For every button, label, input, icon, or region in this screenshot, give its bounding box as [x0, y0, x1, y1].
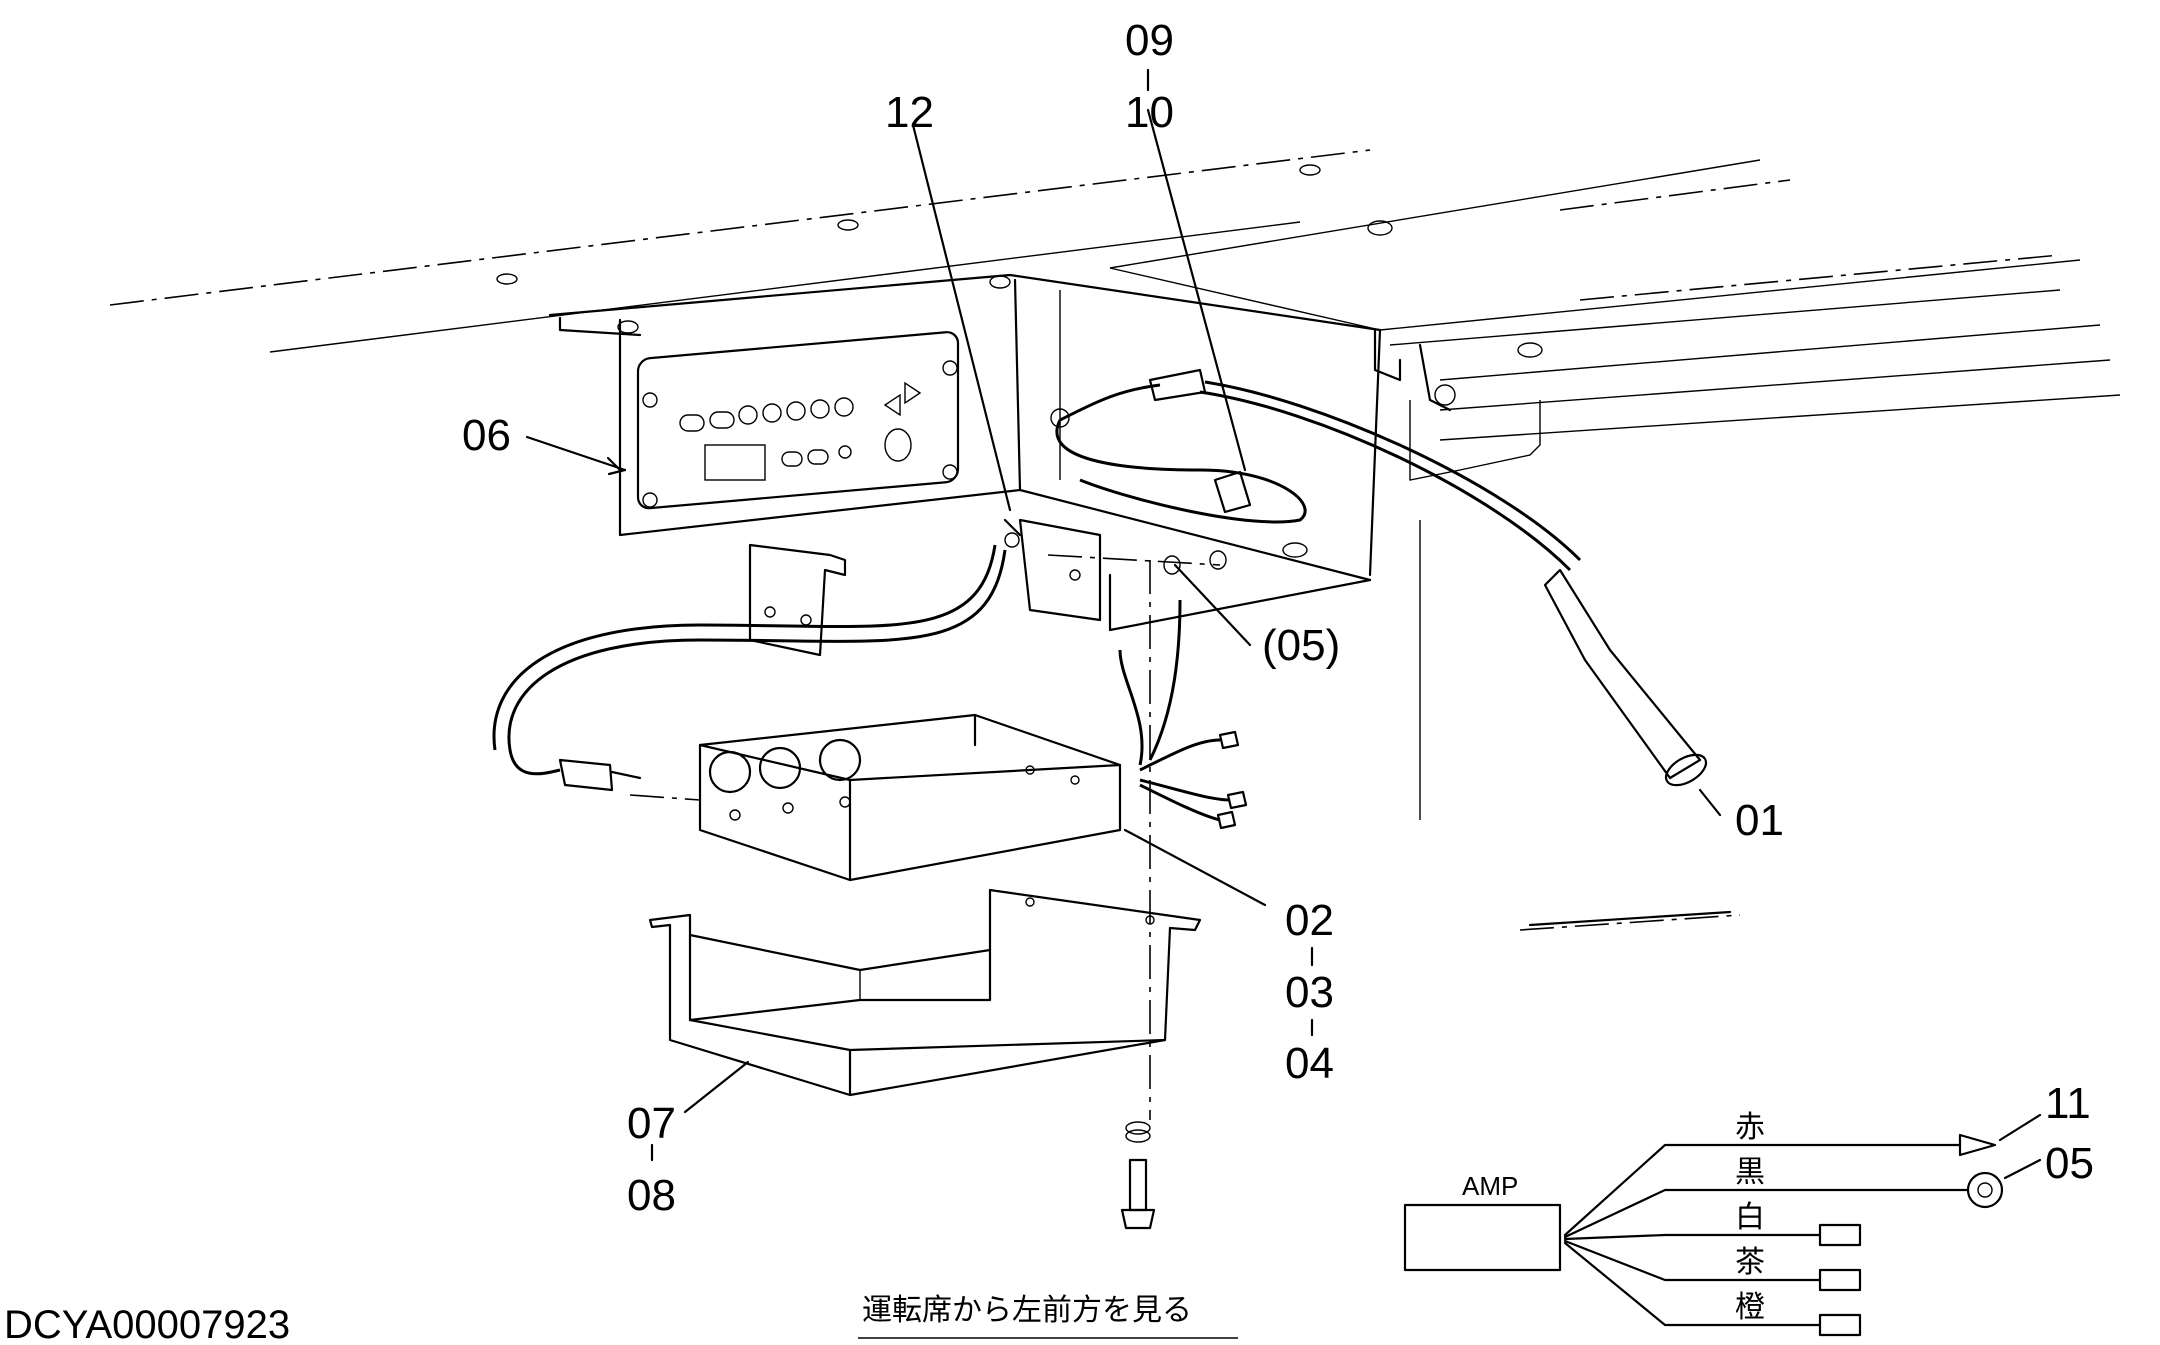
terminal-11: [1958, 1133, 1997, 1157]
ring-terminal-05: [1966, 1171, 2004, 1209]
amp-cable: [492, 544, 1007, 792]
callout-09: 09: [1125, 16, 1174, 65]
callout-05-ref: (05): [1262, 621, 1340, 670]
mounting-brackets: [748, 518, 1102, 657]
antenna-cable: [1050, 368, 1708, 787]
radio-buttons: [679, 381, 922, 481]
callout-labels: 01 02 03 04 (05) 06 07 08 09 10 12: [462, 16, 1784, 1220]
callout-05: 05: [2045, 1139, 2094, 1188]
amp-box: [1403, 1203, 1562, 1272]
callout-12: 12: [885, 88, 934, 137]
wire-label-red: 赤: [1735, 1110, 1765, 1145]
view-caption: 運転席から左前方を見る: [862, 1293, 1192, 1328]
connector-white: [1818, 1223, 1862, 1247]
wire-label-white: 白: [1735, 1200, 1765, 1235]
amp-cover: [648, 888, 1202, 1097]
callout-02: 02: [1285, 896, 1334, 945]
callout-03: 03: [1285, 968, 1334, 1017]
leader-lines: [525, 68, 1722, 1162]
callout-11: 11: [2045, 1079, 2091, 1128]
connector-brown: [1818, 1268, 1862, 1292]
amp-label: AMP: [1462, 1171, 1518, 1201]
connector-orange: [1818, 1313, 1862, 1337]
radio-housing: [548, 273, 1382, 632]
callout-07: 07: [627, 1099, 676, 1148]
screw: [629, 542, 1308, 1230]
callout-08: 08: [627, 1171, 676, 1220]
callout-01: 01: [1735, 796, 1784, 845]
amplifier-unit: [698, 599, 1248, 882]
callout-10: 10: [1125, 88, 1174, 137]
callout-04: 04: [1285, 1039, 1334, 1088]
wire-label-black: 黒: [1735, 1155, 1765, 1190]
wiring-inset: AMP 赤 黒 白 茶 橙 11 05: [1403, 1079, 2094, 1337]
callout-06: 06: [462, 411, 511, 460]
wire-label-brown: 茶: [1735, 1245, 1765, 1280]
roof-panel: [109, 149, 2121, 931]
drawing-code: DCYA00007923: [4, 1303, 290, 1345]
wire-label-orange: 橙: [1735, 1290, 1765, 1325]
